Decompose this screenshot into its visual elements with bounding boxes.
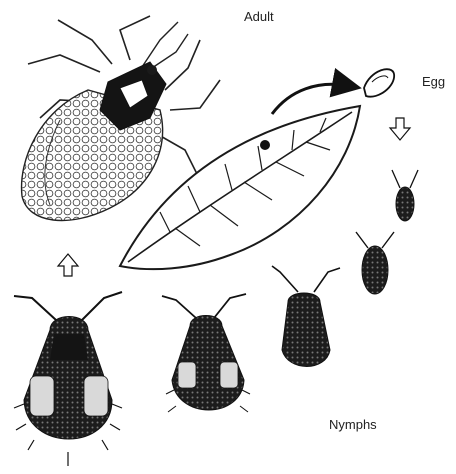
nymph-instar-5-icon xyxy=(14,292,122,466)
nymph-instar-4-icon xyxy=(162,294,250,412)
nymph-instar-3-icon xyxy=(272,266,340,367)
nymphs-label: Nymphs xyxy=(329,417,377,432)
nymph-instar-2-icon xyxy=(356,232,394,294)
arrow-down-hollow xyxy=(390,118,410,140)
adult-label: Adult xyxy=(244,9,274,24)
nymph-instar-1-icon xyxy=(392,170,418,221)
egg-on-leaf-dot xyxy=(260,140,270,150)
egg-icon xyxy=(364,69,394,97)
arrow-up-hollow xyxy=(58,254,78,276)
egg-label: Egg xyxy=(422,74,445,89)
